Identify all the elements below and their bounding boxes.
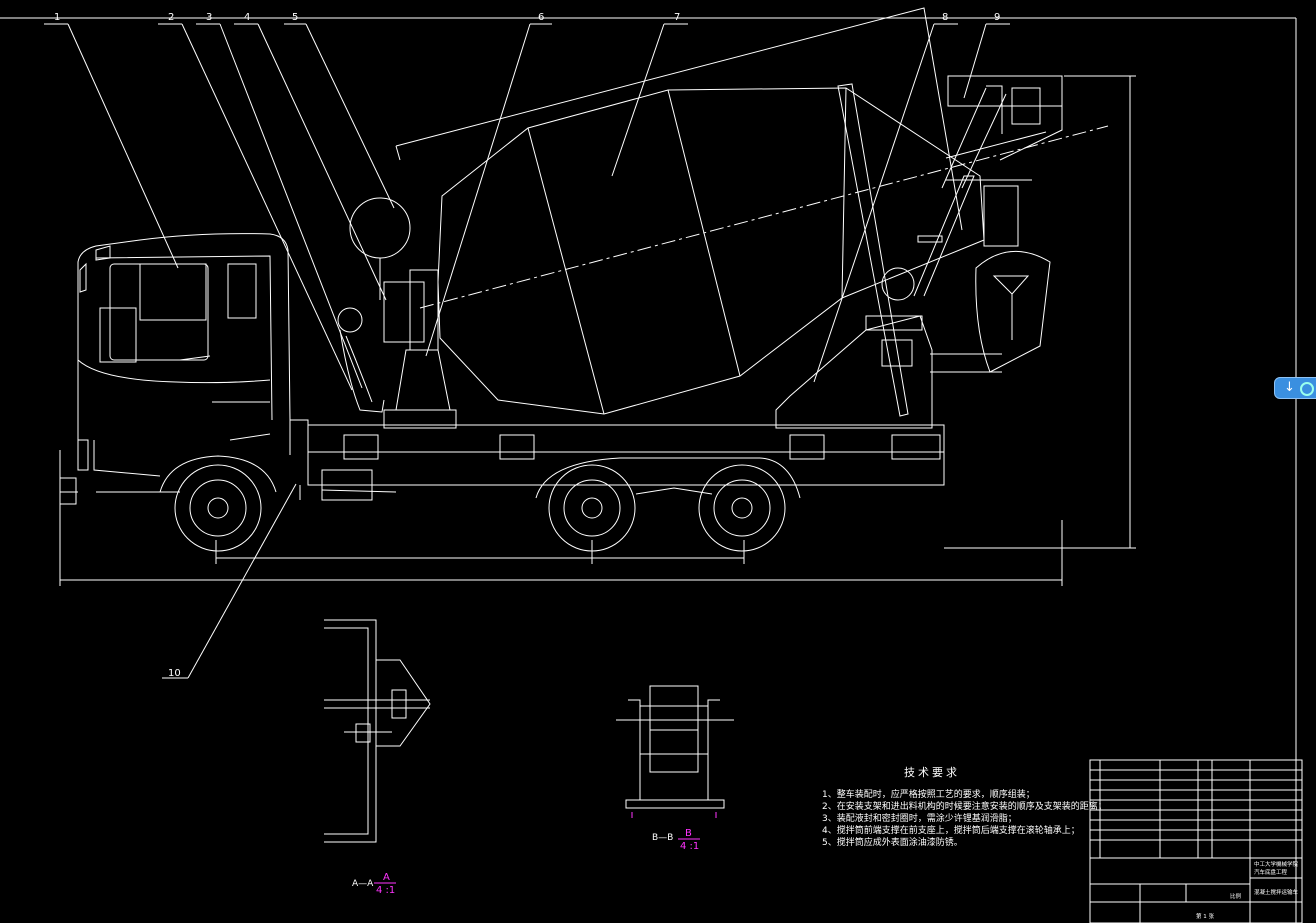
mixer-drum (395, 7, 1109, 415)
loading-hopper (913, 75, 1063, 373)
section-b-label: B—B B 4 :1 (652, 828, 700, 852)
callout-labels: 1 2 3 4 5 6 7 8 9 10 (54, 12, 1000, 679)
callout-10: 10 (168, 668, 181, 679)
section-a-label: A—A A 4 :1 (352, 872, 396, 896)
technical-requirements: 技术要求 1、整车装配时，应严格按照工艺的要求，顺序组装； 2、在安装支架和进出… (822, 766, 1107, 848)
project-name: 汽车底盘工程 (1254, 868, 1288, 876)
title-block (1089, 759, 1303, 923)
rear-support (775, 83, 1002, 429)
tech-note-3: 3、装配液封和密封圈时，需涂少许锂基润滑脂； (822, 812, 1017, 824)
tech-note-4: 4、搅拌筒前端支撑在前支座上，搅拌筒后端支撑在滚轮轴承上； (822, 824, 1080, 836)
callout-9: 9 (994, 12, 1000, 23)
title-block-text: 中工大学機械学院 汽车底盘工程 混凝土搅拌运输车 比例 第 1 张 (1196, 860, 1299, 920)
leader-lines (44, 23, 1010, 679)
callout-8: 8 (942, 12, 948, 23)
drawing-name: 混凝土搅拌运输车 (1254, 888, 1299, 896)
school-name: 中工大学機械学院 (1254, 860, 1299, 868)
dimension-lines (59, 75, 1136, 586)
callout-7: 7 (674, 12, 680, 23)
side-panel-toggle-button[interactable]: ↓ (1274, 377, 1316, 399)
svg-text:4 :1: 4 :1 (376, 885, 395, 896)
status-ring-icon (1300, 382, 1314, 396)
tech-notes-title: 技术要求 (904, 766, 960, 779)
callout-1: 1 (54, 12, 60, 23)
svg-text:B—B: B—B (652, 833, 673, 843)
callout-4: 4 (244, 12, 250, 23)
tech-note-1: 1、整车装配时，应严格按照工艺的要求，顺序组装； (822, 788, 1035, 800)
tech-note-2: 2、在安装支架和进出料机构的时候要注意安装的顺序及支架装的距离； (822, 800, 1107, 812)
truck-chassis (60, 424, 945, 501)
callout-5: 5 (292, 12, 298, 23)
callout-2: 2 (168, 12, 174, 23)
sheet-number: 第 1 张 (1196, 912, 1214, 920)
svg-text:A—A: A—A (352, 879, 374, 889)
callout-3: 3 (206, 12, 212, 23)
svg-text:4 :1: 4 :1 (680, 841, 699, 852)
truck-cab (59, 233, 309, 505)
front-support (337, 197, 457, 429)
tech-note-5: 5、搅拌筒应成外表面涂油漆防锈。 (822, 836, 963, 848)
callout-6: 6 (538, 12, 544, 23)
down-arrow-icon: ↓ (1284, 380, 1295, 395)
section-b-detail (616, 685, 734, 818)
scale-label: 比例 (1230, 892, 1242, 900)
section-a-detail (324, 619, 431, 843)
svg-text:A: A (383, 872, 390, 883)
svg-text:B: B (685, 828, 692, 839)
wheels (159, 455, 786, 552)
